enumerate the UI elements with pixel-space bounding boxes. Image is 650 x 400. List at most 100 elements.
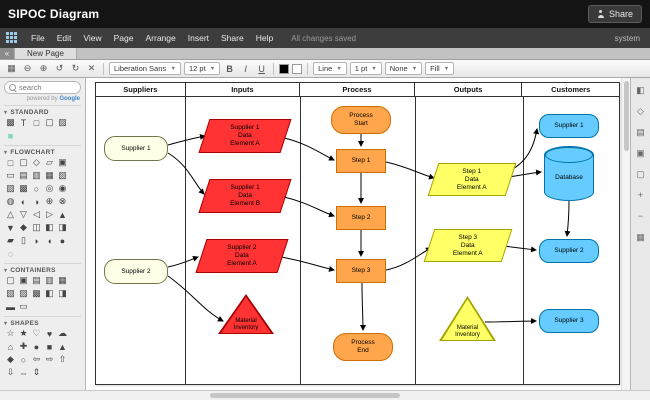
arrow-style-select[interactable]: None▼ [384,62,423,75]
shape-square-filled[interactable]: ■ [46,341,53,352]
save-status[interactable]: All changes saved [291,33,357,43]
connector-step3-end[interactable] [359,282,366,331]
shape-decision[interactable]: ◇ [33,157,40,167]
shape-filled-box[interactable]: ■ [7,130,14,141]
shape-text[interactable]: T [20,117,27,128]
shape-half-left[interactable]: ◧ [45,222,54,232]
shape-merge[interactable]: ▽ [20,209,27,219]
shape-filled-container[interactable]: ▩ [32,288,41,298]
shape-arrow-up[interactable]: ⇧ [58,354,67,364]
menu-arrange[interactable]: Arrange [145,33,176,43]
connector-step1-outputA[interactable] [385,161,435,180]
shape-summing-junction[interactable]: ⊕ [45,196,54,206]
shape-rectangle[interactable]: □ [33,117,40,128]
connector-database-customer2[interactable] [564,200,571,237]
fill-color-swatch[interactable] [292,63,303,74]
shape-reference[interactable]: ◌ [7,248,14,259]
shape-arrow-right[interactable]: ⇨ [45,354,54,364]
shape-triangle-filled[interactable]: ▲ [58,341,67,352]
node-output-material-inventory[interactable]: Material Inventory [439,296,496,341]
shape-wide-container[interactable]: ▭ [19,301,28,311]
zoom-out-icon[interactable]: − [637,211,644,221]
scrollbar-thumb[interactable] [623,81,629,151]
connector-supplier2-inputC[interactable] [167,255,199,268]
shape-circle[interactable]: ○ [20,354,27,365]
shape-circle-filled[interactable]: ● [33,341,40,352]
shape-curve-right[interactable]: ◗ [33,235,40,246]
shape-delay[interactable]: ◑ [33,196,40,207]
menu-share[interactable]: Share [221,33,244,43]
shape-document[interactable]: ▤ [19,170,28,180]
shape-cross-junction[interactable]: ⊗ [58,196,67,206]
fill-style-select[interactable]: Fill▼ [425,62,455,75]
shape-decision-alt[interactable]: ◆ [20,222,27,232]
node-input-b[interactable]: Supplier 1 Data Element B [198,179,292,213]
connector-inputA-step1[interactable] [283,137,335,161]
shape-grid-container[interactable]: ▦ [58,275,67,285]
shape-merge-left[interactable]: ◁ [33,209,40,219]
tab-new-page[interactable]: New Page [14,48,77,59]
zoom-in-icon[interactable]: + [637,190,644,200]
node-customer-supplier-2[interactable]: Supplier 2 [539,239,599,263]
node-output-b[interactable]: Step 3 Data Element A [423,229,513,262]
node-input-material-inventory[interactable]: Material Inventory [218,294,274,334]
shape-arrow-left[interactable]: ⇦ [32,354,41,364]
scrollbar-thumb[interactable] [210,393,400,398]
shape-process[interactable]: □ [7,157,14,168]
node-supplier-1[interactable]: Supplier 1 [104,136,168,161]
shape-right-panel[interactable]: ◨ [58,288,67,298]
palette-section-shapes[interactable]: ▾SHAPES [4,316,81,327]
shape-stored-data[interactable]: ▩ [19,183,28,193]
shape-note[interactable]: ▩ [6,117,15,127]
shape-extract[interactable]: △ [7,209,14,219]
line-style-select[interactable]: Line▼ [313,62,347,75]
layers-icon[interactable]: ▤ [636,126,645,137]
shape-divided-process[interactable]: ◫ [32,222,41,232]
app-grid-icon[interactable] [6,32,18,44]
menu-page[interactable]: Page [113,33,134,43]
connector-supplier1-inputA[interactable] [167,133,206,146]
shape-shaded-box[interactable]: ▨ [58,117,67,127]
shape-multi-document[interactable]: ▥ [32,170,41,180]
shape-connector[interactable]: ○ [33,183,40,194]
shape-punched-tape[interactable]: ▨ [6,183,15,193]
node-database[interactable]: Database [544,146,594,201]
shape-predefined-process[interactable]: ▣ [58,157,67,167]
vertical-scrollbar[interactable] [621,78,630,390]
zoom-in-icon[interactable]: ⊕ [39,63,48,73]
connector-inputB-step2[interactable] [283,196,335,218]
shape-heart-outline[interactable]: ♡ [32,328,41,338]
outline-icon[interactable]: ◇ [637,105,644,116]
shape-start-end[interactable]: ● [59,235,66,246]
node-step-2[interactable]: Step 2 [336,206,386,230]
shape-internal-storage[interactable]: ▦ [45,170,54,180]
connector-inputC-step3[interactable] [280,256,335,272]
shape-heart[interactable]: ♥ [46,328,53,339]
connector-supplier2-material[interactable] [167,275,224,322]
palette-section-flowchart[interactable]: ▾FLOWCHART [4,145,81,156]
node-step-1[interactable]: Step 1 [336,149,386,173]
shape-rounded-rectangle[interactable]: ▢ [45,117,54,127]
node-input-c[interactable]: Supplier 2 Data Element A [195,239,289,273]
shape-plus[interactable]: ✚ [19,341,28,351]
node-customer-supplier-3[interactable]: Supplier 3 [539,309,599,333]
shape-manual-input[interactable]: ▰ [7,235,14,245]
shape-arrow-vertical[interactable]: ⇕ [32,367,41,377]
node-input-a[interactable]: Supplier 1 Data Element A [198,119,292,153]
underline-button[interactable]: U [258,63,265,74]
shape-horizontal-pool[interactable]: ▤ [32,275,41,285]
shape-transfer[interactable]: ▷ [46,209,53,219]
palette-section-standard[interactable]: ▾STANDARD [4,105,81,116]
shape-or-junction[interactable]: ◎ [45,183,54,193]
menu-view[interactable]: View [83,33,102,43]
connector-supplier1-inputB[interactable] [167,152,205,195]
font-family-select[interactable]: Liberation Sans▼ [109,62,181,75]
node-supplier-2[interactable]: Supplier 2 [104,259,168,284]
shape-arrow-horizontal[interactable]: ⇔ [19,367,28,378]
shape-direct-access[interactable]: ◉ [58,183,67,193]
shape-sort-down[interactable]: ▼ [6,222,15,233]
shape-home[interactable]: ⌂ [7,341,14,352]
shape-cross-container[interactable]: ▨ [19,288,28,298]
line-width-select[interactable]: 1 pt▼ [349,62,382,75]
